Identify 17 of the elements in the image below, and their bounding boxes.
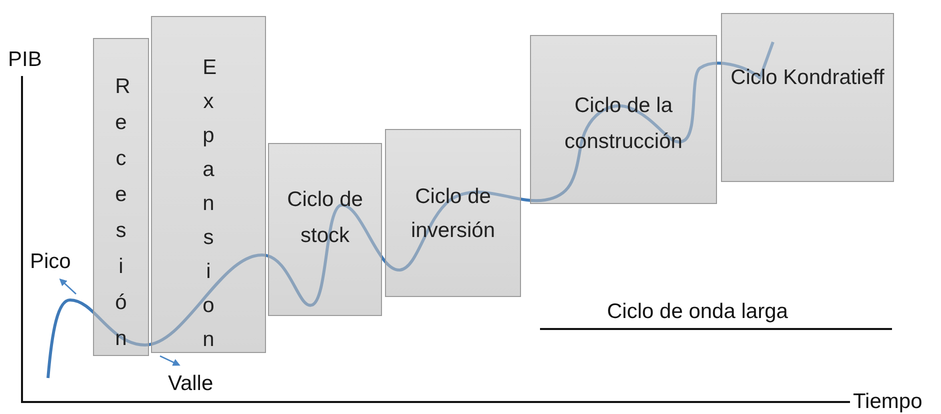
cycle-box — [93, 38, 149, 356]
cycle-box — [385, 129, 521, 297]
wave-label: Ciclo de onda larga — [607, 300, 788, 324]
axis-label: Tiempo — [853, 390, 922, 414]
axis-label: PIB — [8, 48, 42, 72]
box-label: Ciclo de inversión — [410, 184, 496, 244]
box-label: Expansion — [202, 55, 214, 352]
cycle-box — [530, 35, 717, 204]
cycle-box — [151, 16, 266, 353]
box-label: Ciclo Kondratieff — [730, 65, 886, 91]
peak-label: Pico — [30, 250, 71, 274]
box-label: Recesión — [115, 74, 127, 352]
box-label: Ciclo de la construcción — [564, 93, 684, 155]
box-label: Ciclo de stock — [286, 187, 364, 249]
cycle-box — [268, 143, 382, 316]
cycle-box — [721, 13, 894, 182]
valley-label: Valle — [168, 372, 214, 396]
